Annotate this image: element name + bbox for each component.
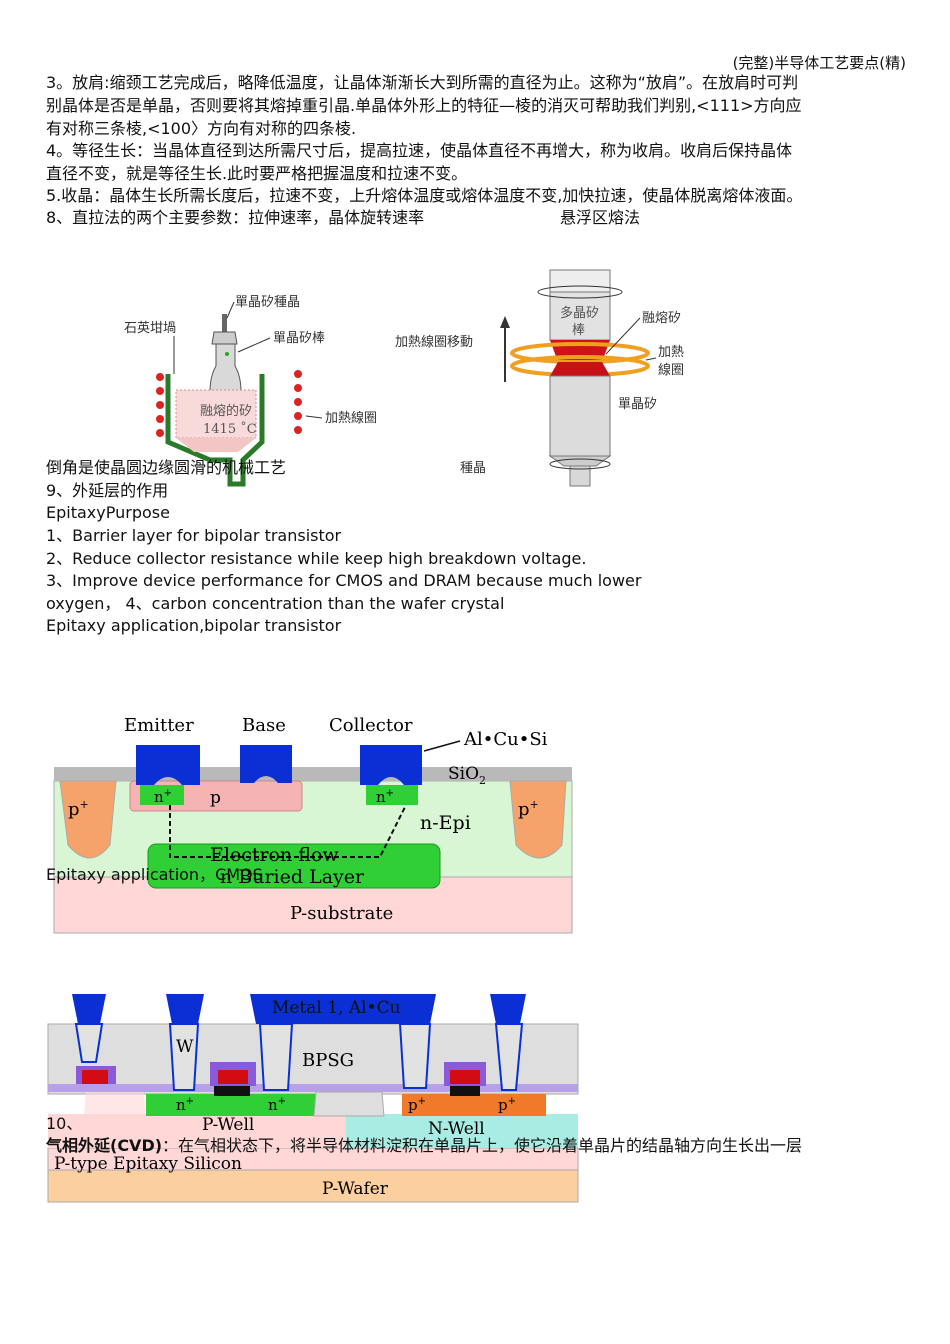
pplus-label-1: p+ xyxy=(408,1096,426,1114)
cz-coil-label: 加熱線圈 xyxy=(325,410,377,426)
p-base-label: p xyxy=(210,788,221,808)
app-bipolar-title: Epitaxy application,bipolar transistor xyxy=(46,616,342,635)
purpose-2: 2、Reduce collector resistance while keep… xyxy=(46,549,587,568)
para-10: 10、 xyxy=(46,1114,83,1133)
nplus-label-2: n+ xyxy=(268,1096,286,1114)
fz-heat-label-1: 加熱 xyxy=(658,345,684,360)
nepi-label: n-Epi xyxy=(420,812,471,834)
pplus-right-label: p+ xyxy=(518,798,539,820)
cz-seed-label: 單晶矽種晶 xyxy=(235,294,300,310)
fz-single-label: 單晶矽 xyxy=(618,397,657,412)
float-zone-heading: 悬浮区熔法 xyxy=(560,208,641,227)
base-label: Base xyxy=(242,715,286,736)
p-substrate-label: P-substrate xyxy=(290,903,393,924)
para-5: 5.收晶：晶体生长所需长度后，拉速不变，上升熔体温度或熔体温度不变,加快拉速，使… xyxy=(46,186,803,205)
fz-coil-move-label: 加熱線圈移動 xyxy=(395,334,473,350)
pplus-left-label: p+ xyxy=(68,798,89,820)
fz-heat-label-2: 線圈 xyxy=(658,362,684,378)
para-3-line-2: 别晶体是否是单晶，否则要将其熔掉重引晶.单晶体外形上的特征—棱的消灭可帮助我们判… xyxy=(46,96,802,115)
epi-purpose-title: EpitaxyPurpose xyxy=(46,503,170,522)
para-4-line-2: 直径不变，就是等径生长.此时要严格把握温度和拉速不变。 xyxy=(46,164,468,183)
cz-temp-label: 1415 ˚C xyxy=(203,421,257,437)
pwell-label: P-Well xyxy=(202,1115,254,1135)
cmos-cross-section: Metal 1, Al•Cu W BPSG n+ n+ p+ p+ P-Well… xyxy=(47,994,579,1203)
fz-molten-label: 融熔矽 xyxy=(642,311,681,326)
bipolar-cross-section: Emitter Base Collector Al•Cu•Si SiO2 p+ … xyxy=(53,715,573,934)
buried-layer-label: n Buried Layer xyxy=(220,866,365,888)
p-wafer-label: P-Wafer xyxy=(322,1179,389,1199)
collector-label: Collector xyxy=(329,715,413,736)
cvd-definition: ：在气相状态下，将半导体材料淀积在单晶片上，使它沿着单晶片的结晶轴方向生长出一层 xyxy=(162,1136,803,1155)
nplus-collector-label: n+ xyxy=(376,788,394,806)
para-8: 8、直拉法的两个主要参数：拉伸速率，晶体旋转速率 xyxy=(46,208,425,227)
electron-flow-label: Electron flow xyxy=(210,844,339,866)
purpose-3a: 3、Improve device performance for CMOS an… xyxy=(46,571,642,590)
fz-poly-label-1: 多晶矽 xyxy=(560,305,599,321)
purpose-1: 1、Barrier layer for bipolar transistor xyxy=(46,526,342,545)
bpsg-label: BPSG xyxy=(302,1050,354,1071)
epi-layer-label: P-type Epitaxy Silicon xyxy=(54,1154,242,1174)
para-4-line-1: 4。等径生长：当晶体直径到达所需尺寸后，提高拉速，使晶体直径不再增大，称为收肩。… xyxy=(46,141,793,160)
cz-melt-label: 融熔的矽 xyxy=(200,403,252,419)
para-3-line-3: 有对称三条棱,<100〉方向有对称的四条棱. xyxy=(46,119,357,138)
metal-label: Al•Cu•Si xyxy=(463,729,548,750)
w-plug-label: W xyxy=(176,1037,194,1057)
chamfer-text: 倒角是使晶圆边缘圆滑的机械工艺 xyxy=(46,458,287,477)
nplus-label-1: n+ xyxy=(176,1096,194,1114)
nwell-label: N-Well xyxy=(428,1119,485,1139)
fz-poly-label-2: 棒 xyxy=(572,323,585,338)
page-header: (完整)半导体工艺要点(精) xyxy=(732,54,906,72)
cz-crucible-label: 石英坩堝 xyxy=(124,321,176,336)
pplus-label-2: p+ xyxy=(498,1096,516,1114)
cz-rod-label: 單晶矽棒 xyxy=(273,331,325,346)
nplus-emitter-label: n+ xyxy=(154,788,172,806)
crystal-growth-figure: 融熔的矽 1415 ˚C 單晶矽種晶 石英坩堝 單晶矽棒 加熱線圈 加熱線圈移動… xyxy=(124,269,684,487)
cvd-paragraph: 气相外延(CVD)：在气相状态下，将半导体材料淀积在单晶片上，使它沿着单晶片的结… xyxy=(46,1135,802,1157)
emitter-label: Emitter xyxy=(124,715,194,736)
metal1-label: Metal 1, Al•Cu xyxy=(272,998,401,1018)
app-cmos-title: Epitaxy application，CMOS xyxy=(46,865,263,884)
para-3-line-1: 3。放肩:缩颈工艺完成后，略降低温度，让晶体渐渐长大到所需的直径为止。这称为“放… xyxy=(46,73,799,92)
cvd-term: 气相外延(CVD) xyxy=(46,1136,163,1155)
purpose-3b: oxygen， 4、carbon concentration than the … xyxy=(46,594,505,613)
para-9: 9、外延层的作用 xyxy=(46,481,169,500)
fz-seed-label: 種晶 xyxy=(460,460,486,476)
oxide-label: SiO2 xyxy=(448,764,486,787)
